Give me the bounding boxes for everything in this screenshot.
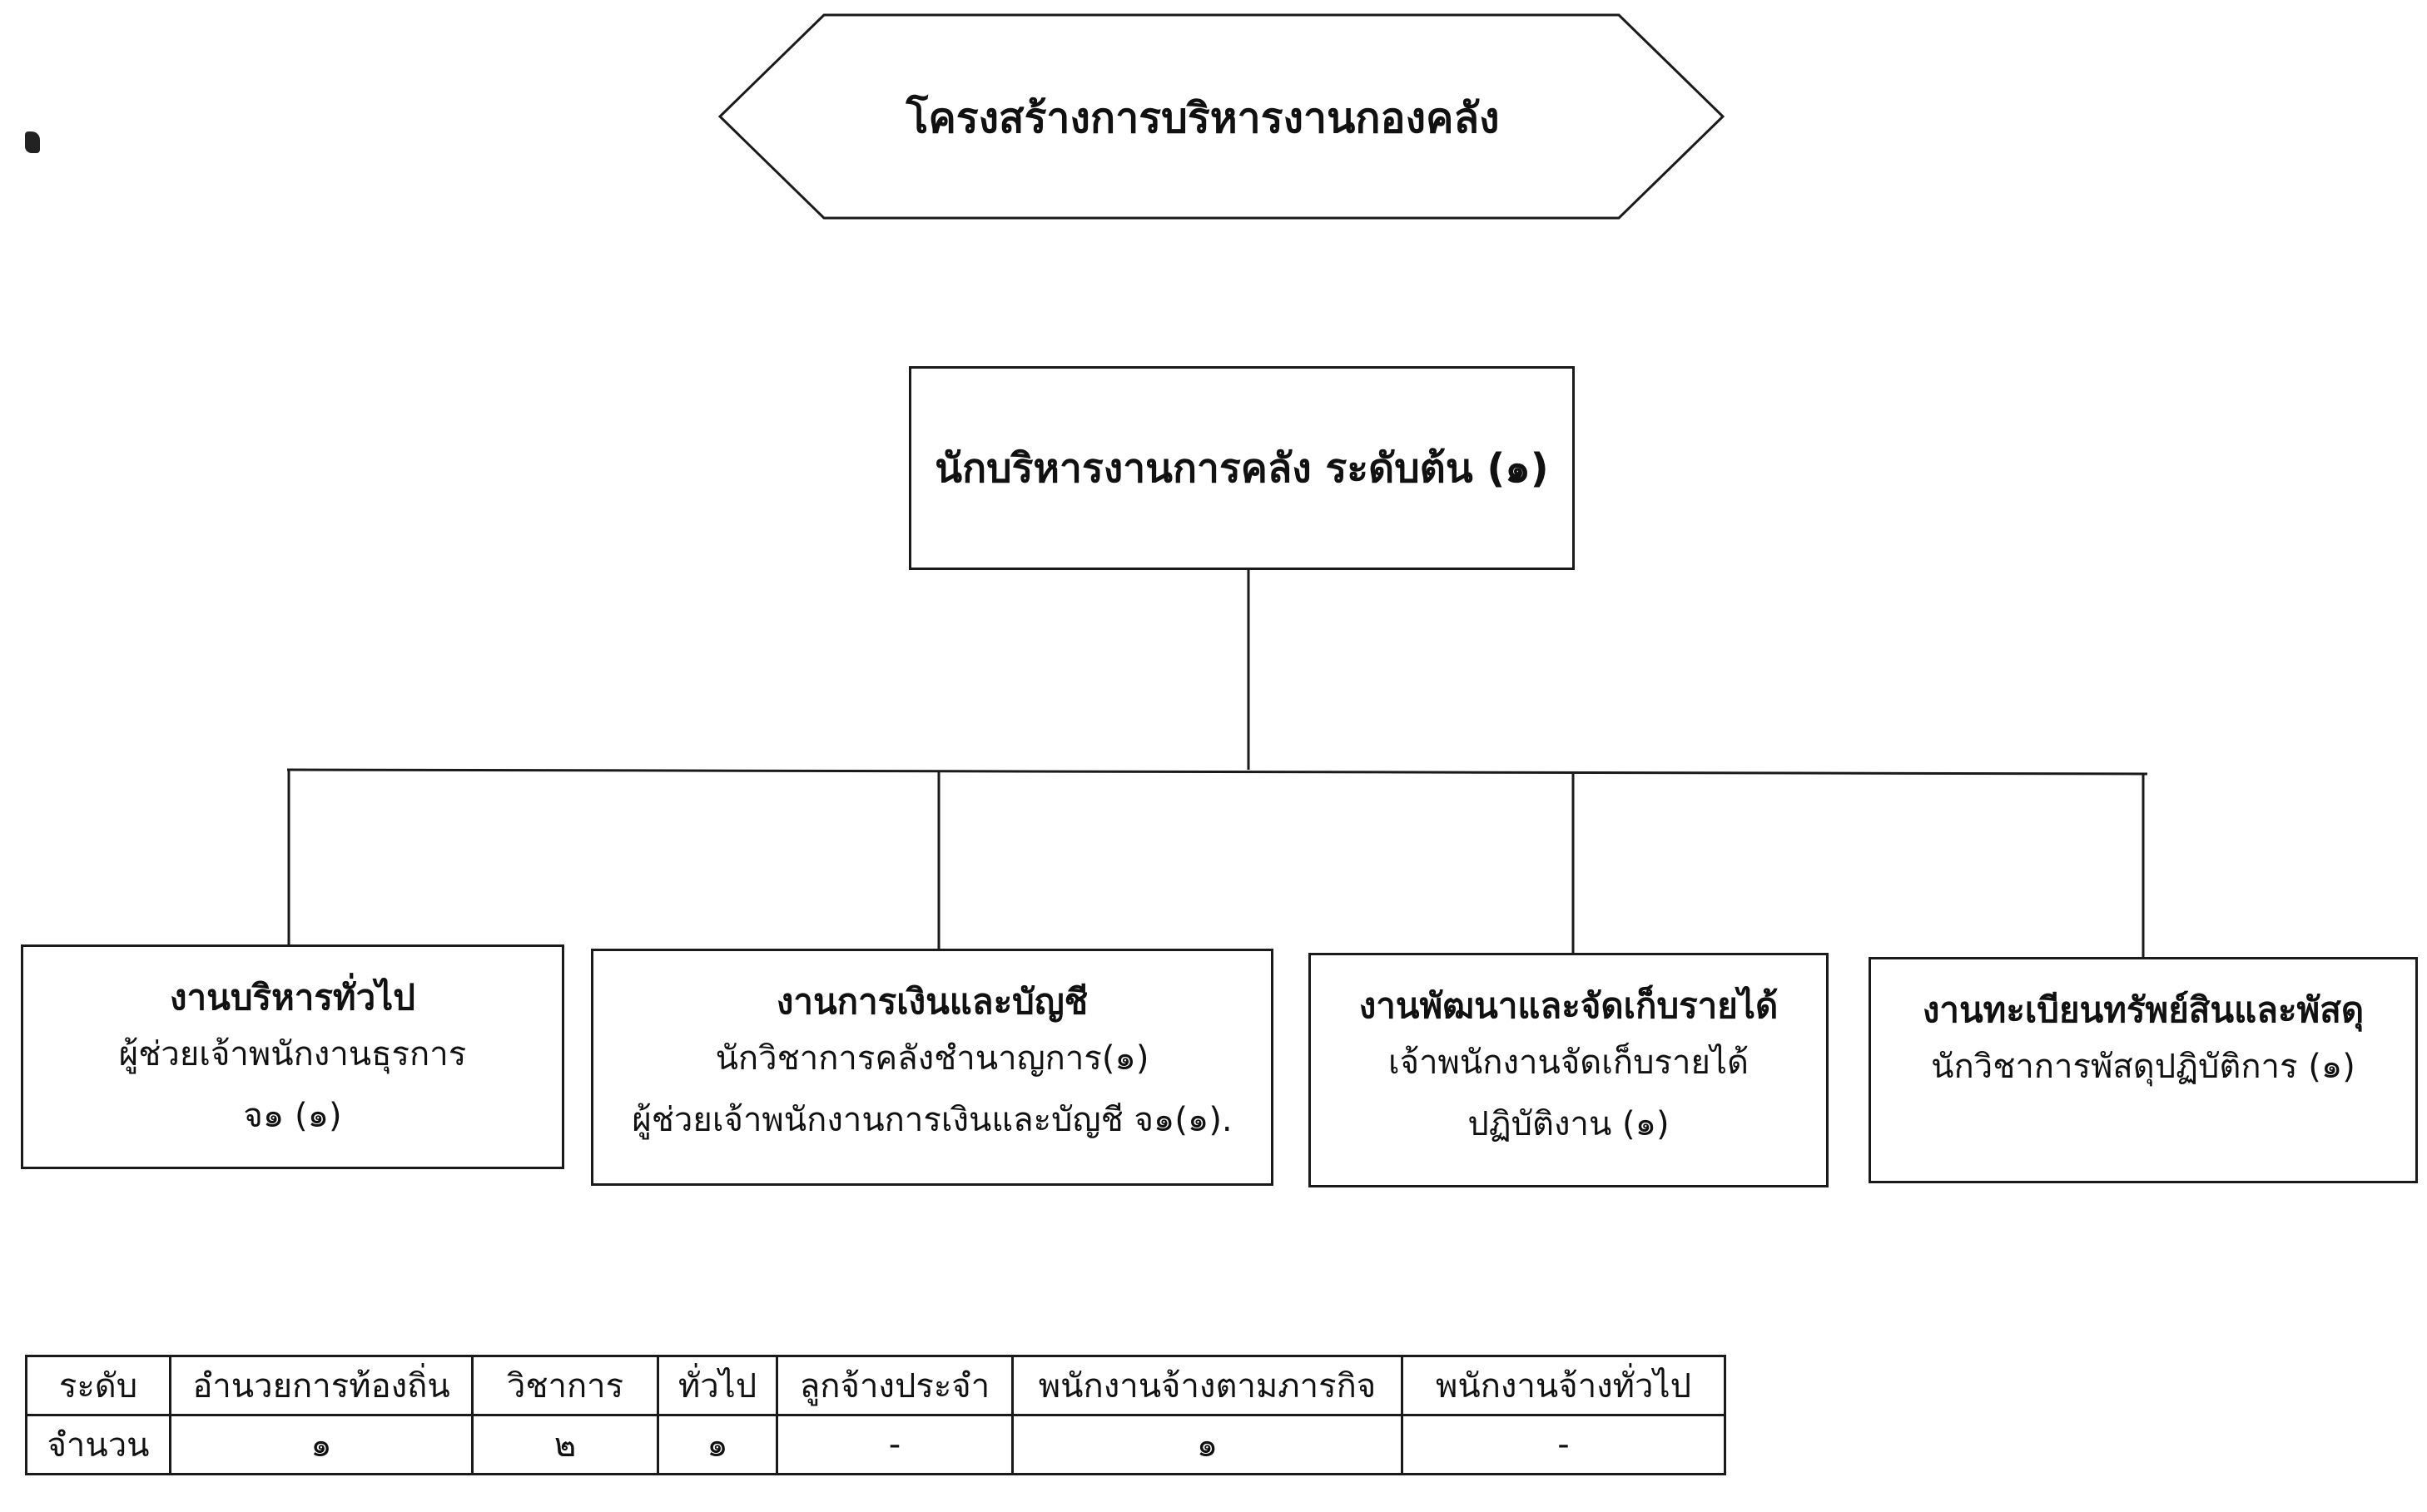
head-label: นักบริหารงานการคลัง ระดับต้น (๑) (935, 444, 1549, 492)
table-cell: ๑ (1011, 1414, 1403, 1475)
table-header-cell: วิชาการ (471, 1355, 659, 1416)
head-box: นักบริหารงานการคลัง ระดับต้น (๑) (909, 366, 1575, 570)
scan-mark (25, 131, 40, 153)
unit-title: งานทะเบียนทรัพย์สินและพัสดุ (1922, 989, 2365, 1030)
branch-line (286, 768, 2148, 776)
unit-title: งานการเงินและบัญชี (776, 981, 1089, 1022)
table-cell: - (1401, 1414, 1726, 1475)
table-header-cell: ลูกจ้างประจำ (776, 1355, 1014, 1416)
table-cell: ๒ (471, 1414, 659, 1475)
table-header-cell: ระดับ (25, 1355, 171, 1416)
table-cell: จำนวน (25, 1414, 171, 1475)
table-cell: ๑ (169, 1414, 474, 1475)
table-header-cell: พนักงานจ้างทั่วไป (1401, 1355, 1726, 1416)
unit-box-assets-supplies: งานทะเบียนทรัพย์สินและพัสดุ นักวิชาการพั… (1869, 957, 2418, 1183)
unit-box-finance-accounting: งานการเงินและบัญชี นักวิชาการคลังชำนาญกา… (591, 949, 1273, 1186)
table-row: จำนวน ๑ ๒ ๑ - ๑ - (25, 1414, 1726, 1475)
table-header-cell: ทั่วไป (657, 1355, 778, 1416)
staff-summary-table: ระดับ อำนวยการท้องถิ่น วิชาการ ทั่วไป ลู… (25, 1355, 1726, 1475)
unit-line: ผู้ช่วยเจ้าพนักงานการเงินและบัญชี จ๑(๑). (632, 1101, 1233, 1139)
chart-title: โครงสร้างการบริหารงานกองคลัง (906, 94, 1500, 142)
unit-title: งานพัฒนาและจัดเก็บรายได้ (1358, 985, 1779, 1026)
unit-line: เจ้าพนักงานจัดเก็บรายได้ (1387, 1044, 1749, 1082)
table-header-cell: อำนวยการท้องถิ่น (169, 1355, 474, 1416)
unit-box-revenue: งานพัฒนาและจัดเก็บรายได้ เจ้าพนักงานจัดเ… (1308, 953, 1829, 1187)
unit-box-general-admin: งานบริหารทั่วไป ผู้ช่วยเจ้าพนักงานธุรการ… (21, 944, 564, 1169)
unit-title: งานบริหารทั่วไป (170, 977, 415, 1018)
table-cell: - (776, 1414, 1014, 1475)
unit-line: จ๑ (๑) (243, 1097, 342, 1135)
unit-line: ผู้ช่วยเจ้าพนักงานธุรการ (118, 1035, 467, 1073)
title-hexagon (717, 13, 1725, 220)
table-cell: ๑ (657, 1414, 778, 1475)
unit-line: นักวิชาการพัสดุปฏิบัติการ (๑) (1931, 1048, 2355, 1086)
table-header-cell: พนักงานจ้างตามภารกิจ (1011, 1355, 1403, 1416)
table-header-row: ระดับ อำนวยการท้องถิ่น วิชาการ ทั่วไป ลู… (25, 1355, 1726, 1416)
unit-line: ปฏิบัติงาน (๑) (1467, 1105, 1670, 1143)
unit-line: นักวิชาการคลังชำนาญการ(๑) (715, 1039, 1149, 1078)
